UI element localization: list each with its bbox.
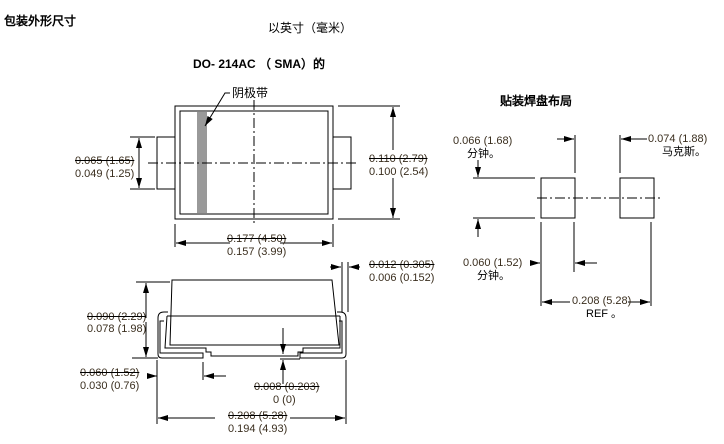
pitch-note: REF 。: [586, 308, 623, 320]
top-right-height-max: 0.110 (2.79): [369, 153, 428, 165]
top-left-height-min: 0.049 (1.25): [75, 168, 135, 180]
standoff-min: 0 (0): [273, 394, 296, 406]
top-left-height-max: 0.065 (1.65): [75, 155, 135, 167]
side-body: [169, 279, 340, 346]
overall-width-min: 0.194 (4.93): [228, 423, 288, 435]
side-body-lower: [164, 315, 341, 357]
lead-thickness-max: 0.012 (0.305): [369, 259, 435, 271]
top-view-package: [130, 92, 400, 247]
right-lead: [299, 311, 347, 359]
pad-height-value: 0.066 (1.68): [453, 135, 513, 147]
pad-gap-value: 0.060 (1.52): [463, 257, 523, 269]
top-body-width-min: 0.157 (3.99): [227, 246, 287, 258]
side-height-max: 0.090 (2.29): [87, 311, 147, 323]
pad-layout: [473, 135, 660, 306]
units-note: 以英寸（毫米）: [268, 21, 353, 35]
pad-height-note: 分钟。: [467, 148, 500, 160]
top-body-width-max: 0.177 (4.50): [227, 233, 287, 245]
pad-gap-note: 分钟。: [477, 270, 510, 282]
pitch-value: 0.208 (5.28): [572, 295, 632, 307]
lead-thickness-min: 0.006 (0.152): [369, 272, 435, 284]
top-right-height-min: 0.100 (2.54): [369, 166, 429, 178]
pad-width-value: 0.074 (1.88): [648, 133, 708, 145]
standoff-max: 0.008 (0.203): [254, 381, 320, 393]
left-lead: [157, 311, 204, 359]
overall-width-max: 0.208 (5.28): [228, 410, 288, 422]
package-outline-title: 包装外形尺寸: [4, 14, 77, 28]
cathode-band-label: 阴极带: [232, 86, 269, 100]
package-name: DO- 214AC （ SMA）的: [193, 57, 326, 71]
lead-length-min: 0.030 (0.76): [80, 380, 140, 392]
pad-layout-title: 贴装焊盘布局: [500, 94, 573, 108]
lead-length-max: 0.060 (1.52): [80, 367, 140, 379]
pad-width-note: 马克斯。: [662, 146, 706, 158]
side-height-min: 0.078 (1.98): [87, 323, 147, 335]
side-view-package: [132, 262, 360, 424]
cathode-leader: [204, 92, 230, 127]
